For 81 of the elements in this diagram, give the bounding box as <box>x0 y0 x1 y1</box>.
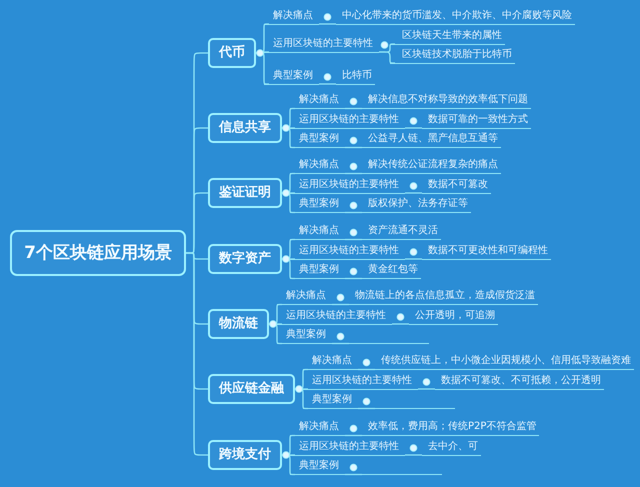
detail-text: 比特币 <box>336 68 375 84</box>
empty-branch-line <box>362 474 442 475</box>
connector-line <box>358 368 375 370</box>
topic-label: 鉴证证明 <box>219 185 271 201</box>
connector-line <box>405 454 422 456</box>
subtopic-label: 运用区块链的主要特性 <box>290 244 405 260</box>
connector-line <box>345 172 362 174</box>
detail-text: 区块链天生带来的属性 <box>390 28 505 44</box>
detail-text: 数据不可篡改、不可抵赖，公开透明 <box>435 374 604 390</box>
detail-text: 解决信息不对称导致的效率低下问题 <box>362 93 531 109</box>
connector-line <box>345 212 362 214</box>
connector-line <box>345 146 362 148</box>
connector-line <box>345 474 362 476</box>
topic-label: 跨境支付 <box>219 447 271 463</box>
subtopic-label: 解决痛点 <box>290 158 345 174</box>
topic-label: 数字资产 <box>219 251 271 267</box>
subtopic-label: 解决痛点 <box>264 8 319 24</box>
detail-text: 公益寻人链、黑产信息互通等 <box>362 132 501 148</box>
topic-box <box>208 38 256 68</box>
subtopic-label: 运用区块链的主要特性 <box>303 374 418 390</box>
subtopic-label: 运用区块链的主要特性 <box>290 440 405 456</box>
subtopic-label: 典型案例 <box>303 393 358 409</box>
subtopic-label: 运用区块链的主要特性 <box>290 112 405 128</box>
detail-text: 去中介、可 <box>422 440 481 456</box>
root-topic-box <box>10 230 186 276</box>
connector-line <box>186 252 208 456</box>
connector-line <box>319 23 336 25</box>
subtopic-label: 运用区块链的主要特性 <box>290 178 405 194</box>
detail-text: 效率低，费用高；传统P2P不符合监管 <box>362 420 540 436</box>
detail-text: 版权保护、法务存证等 <box>362 197 471 213</box>
connector-line <box>345 434 362 436</box>
subtopic-label: 解决痛点 <box>303 354 358 370</box>
detail-text: 区块链技术脱胎于比特币 <box>390 48 515 64</box>
root-topic-title: 7个区块链应用场景 <box>24 242 172 264</box>
detail-text: 中心化带来的货币滥发、中介欺诈、中介腐败等风险 <box>336 8 575 24</box>
topic-box <box>208 374 295 404</box>
topic-box <box>208 113 282 143</box>
subtopic-label: 典型案例 <box>290 132 345 148</box>
connector-line <box>392 323 409 325</box>
topic-box <box>208 178 282 208</box>
subtopic-label: 解决痛点 <box>290 93 345 109</box>
subtopic-label: 典型案例 <box>277 328 332 344</box>
connector-line <box>319 83 336 85</box>
topic-box <box>208 440 282 470</box>
topic-box <box>208 244 282 274</box>
detail-text: 数据不可更改性和可编程性 <box>422 244 551 260</box>
topic-label: 代币 <box>219 45 245 61</box>
empty-branch-line <box>349 343 429 344</box>
subtopic-label: 典型案例 <box>264 68 319 84</box>
subtopic-label: 典型案例 <box>290 197 345 213</box>
connector-line <box>405 192 422 194</box>
detail-text: 传统供应链上，中小微企业因规模小、信用低导致融资难 <box>375 354 634 370</box>
detail-text: 数据可靠的一致性方式 <box>422 112 531 128</box>
connector-line <box>332 304 349 306</box>
connector-line <box>418 388 435 390</box>
empty-branch-line <box>375 408 455 409</box>
topic-label: 信息共享 <box>219 120 271 136</box>
connector-line <box>379 51 396 64</box>
subtopic-label: 典型案例 <box>290 459 345 475</box>
subtopic-label: 典型案例 <box>290 263 345 279</box>
connector-line <box>358 408 375 410</box>
detail-text: 数据不可篡改 <box>422 178 491 194</box>
detail-text: 黄金红包等 <box>362 263 421 279</box>
topic-label: 供应链金融 <box>219 381 284 397</box>
connector-line <box>345 108 362 110</box>
connector-line <box>405 127 422 129</box>
connector-line <box>345 238 362 240</box>
subtopic-label: 解决痛点 <box>290 420 345 436</box>
connector-line <box>332 342 349 344</box>
topic-label: 物流链 <box>219 316 258 332</box>
subtopic-label: 解决痛点 <box>277 289 332 305</box>
detail-text: 公开透明，可追溯 <box>409 308 498 324</box>
subtopic-label: 运用区块链的主要特性 <box>277 308 392 324</box>
connector-line <box>345 278 362 280</box>
connector-line <box>405 258 422 260</box>
detail-text: 物流链上的各点信息孤立，造成假货泛滥 <box>349 289 538 305</box>
subtopic-label: 运用区块链的主要特性 <box>264 36 379 52</box>
subtopic-label: 解决痛点 <box>290 224 345 240</box>
detail-text: 解决传统公证流程复杂的痛点 <box>362 158 501 174</box>
detail-text: 资产流通不灵活 <box>362 224 441 240</box>
topic-box <box>208 309 269 339</box>
